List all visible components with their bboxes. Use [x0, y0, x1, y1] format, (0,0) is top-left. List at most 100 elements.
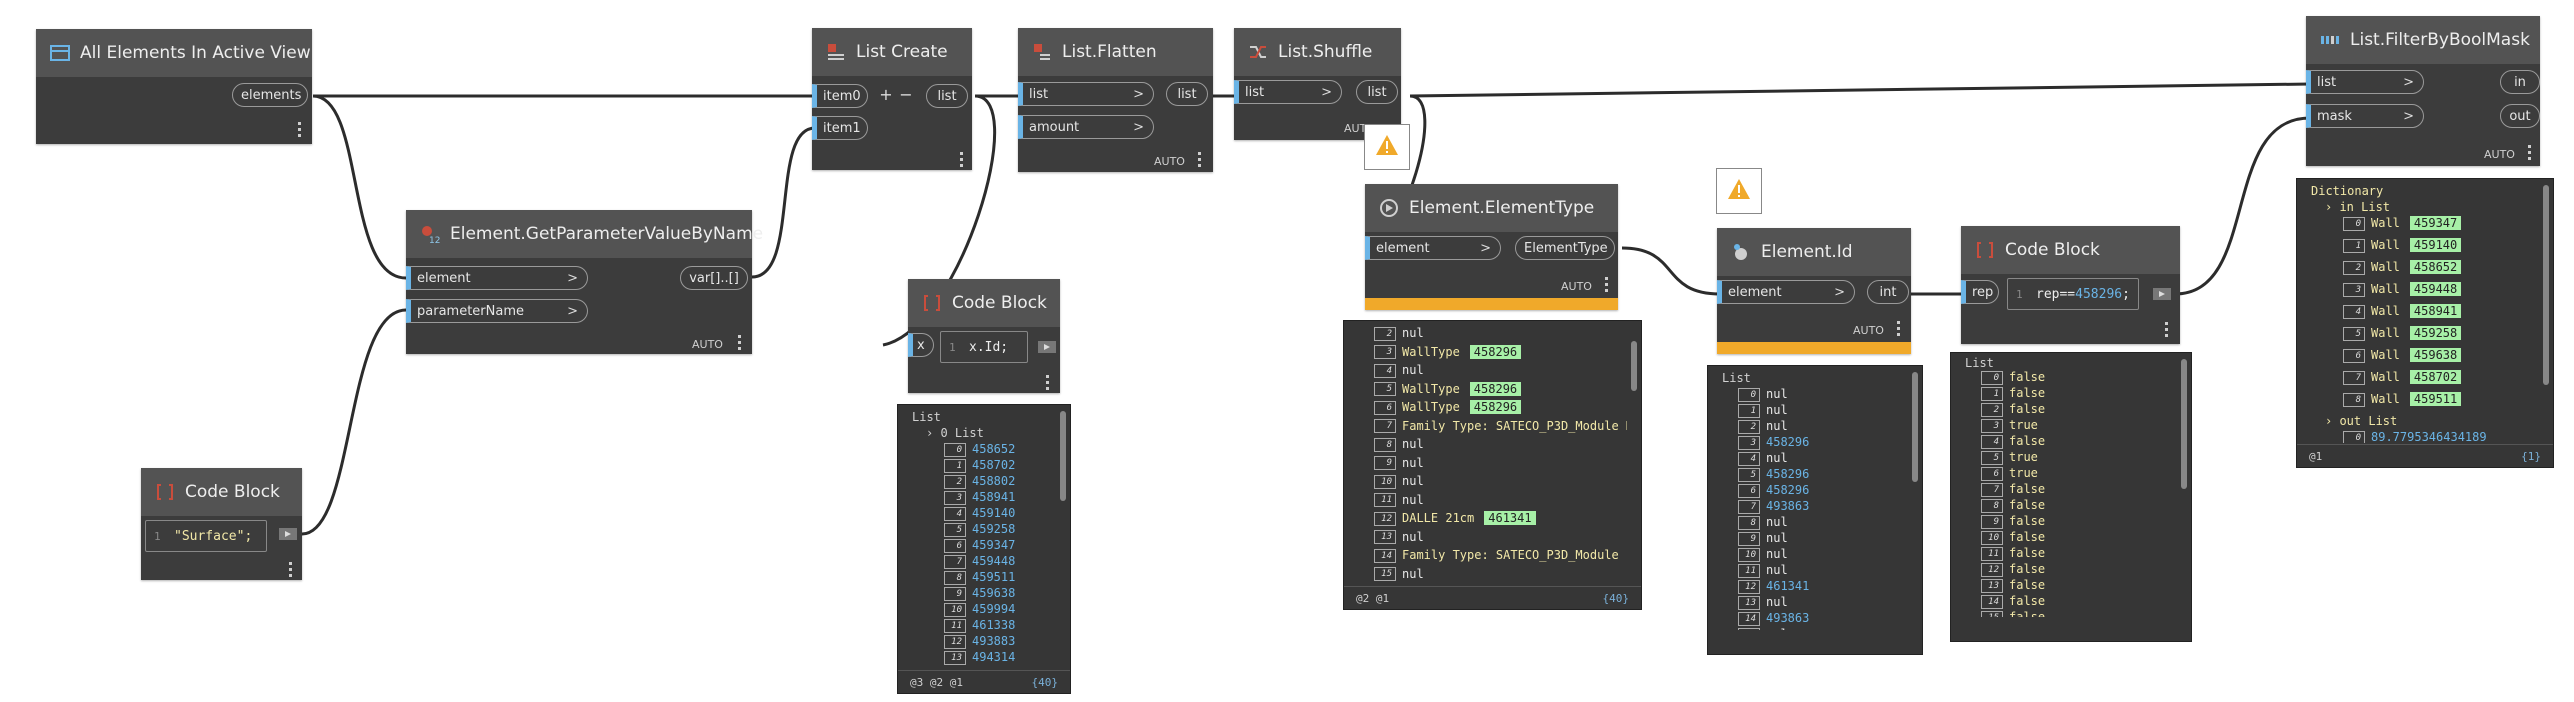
output-port-elements[interactable]: elements: [232, 83, 308, 107]
wire-rep-to-mask[interactable]: [2174, 116, 2311, 296]
node-menu-icon[interactable]: [1605, 277, 1608, 292]
element-type-icon: [1380, 199, 1398, 217]
preview-out-label[interactable]: › out List: [2325, 414, 2398, 428]
input-port-list[interactable]: list>: [2306, 70, 2424, 94]
node-menu-icon[interactable]: [2165, 322, 2168, 337]
input-port-rep[interactable]: rep: [1961, 280, 1999, 304]
preview-footer: @1{1}: [2297, 444, 2553, 467]
node-all-elements-in-active-view[interactable]: All Elements In Active View elements: [36, 29, 312, 144]
item-value: 461341: [1766, 579, 1810, 593]
item-value: 493863: [1766, 611, 1810, 625]
output-port-list[interactable]: list: [926, 84, 968, 108]
node-element-id[interactable]: Element.Id element> int AUTO: [1717, 228, 1911, 354]
input-port-x[interactable]: x: [908, 333, 934, 357]
wire-elementtype-to-id[interactable]: [1621, 246, 1721, 296]
input-port-element[interactable]: element>: [1717, 280, 1855, 304]
input-port-list[interactable]: list>: [1018, 82, 1154, 106]
scrollbar[interactable]: [1631, 341, 1637, 391]
scrollbar[interactable]: [2543, 185, 2549, 385]
element-id-highlight: 458296: [1469, 344, 1522, 359]
lacing-auto-label[interactable]: AUTO: [692, 338, 723, 351]
input-port-item1[interactable]: item1: [812, 116, 868, 140]
add-input-button[interactable]: +: [879, 85, 893, 104]
node-menu-icon[interactable]: [298, 122, 301, 137]
warning-flag[interactable]: [1716, 168, 1762, 214]
remove-input-button[interactable]: −: [899, 85, 913, 104]
output-port-list[interactable]: list: [1356, 80, 1398, 104]
input-port-element[interactable]: element>: [406, 266, 588, 290]
node-list-filter-by-bool-mask[interactable]: List.FilterByBoolMask list> mask> in out…: [2306, 16, 2540, 166]
item-index: 11: [1738, 563, 1760, 578]
node-menu-icon[interactable]: [289, 562, 292, 577]
scrollbar[interactable]: [1060, 411, 1066, 501]
wire-surface-to-parametername[interactable]: [301, 308, 407, 536]
input-port-item0[interactable]: item0: [812, 84, 868, 108]
output-port-var[interactable]: var[]..[]: [680, 266, 748, 290]
lacing-auto-label[interactable]: AUTO: [1154, 155, 1185, 168]
input-port-element[interactable]: element>: [1365, 236, 1501, 260]
input-port-amount[interactable]: amount>: [1018, 115, 1154, 139]
lacing-auto-label[interactable]: AUTO: [1561, 280, 1592, 293]
item-value: nul: [1402, 455, 1424, 470]
wire-getparam-to-item1[interactable]: [751, 126, 816, 279]
preview-sublist-label[interactable]: › 0 List: [926, 426, 984, 440]
node-menu-icon[interactable]: [2528, 145, 2531, 160]
node-menu-icon[interactable]: [1198, 152, 1201, 167]
element-id-highlight: 459638: [2409, 348, 2462, 362]
node-title: All Elements In Active View: [80, 43, 311, 63]
node-menu-icon[interactable]: [1897, 321, 1900, 336]
output-arrow-icon[interactable]: [1038, 341, 1056, 353]
code-editor[interactable]: 1"Surface";: [145, 520, 267, 552]
element-id-highlight: 458296: [1469, 400, 1522, 414]
output-port-int[interactable]: int: [1867, 280, 1909, 304]
lacing-auto-label[interactable]: AUTO: [1853, 324, 1884, 337]
item-index: 4: [1374, 363, 1396, 378]
lacing-auto-label[interactable]: AUTO: [2484, 148, 2515, 161]
output-port-out[interactable]: out: [2500, 104, 2540, 128]
node-code-block-surface[interactable]: Code Block 1"Surface";: [141, 468, 302, 580]
preview-in-label[interactable]: › in List: [2325, 200, 2391, 214]
node-get-parameter-value-by-name[interactable]: 123 Element.GetParameterValueByName elem…: [406, 210, 763, 354]
item-index: 2: [1738, 419, 1760, 434]
node-list-flatten[interactable]: List.Flatten list> amount> list AUTO: [1018, 28, 1213, 172]
output-arrow-icon[interactable]: [2153, 288, 2171, 300]
output-arrow-icon[interactable]: [279, 528, 297, 540]
scrollbar[interactable]: [2181, 359, 2187, 489]
node-element-element-type[interactable]: Element.ElementType element> ElementType…: [1365, 184, 1618, 310]
input-port-parametername[interactable]: parameterName>: [406, 299, 588, 323]
item-index: 6: [1981, 466, 2003, 481]
warning-flag[interactable]: [1364, 124, 1410, 170]
wire-elements-to-getparam[interactable]: [312, 94, 407, 280]
output-port-elementtype[interactable]: ElementType: [1515, 236, 1615, 260]
input-port-mask[interactable]: mask>: [2306, 104, 2424, 128]
node-menu-icon[interactable]: [738, 335, 741, 350]
element-id-highlight: 459347: [2409, 216, 2462, 230]
wire-shuffle-to-filter-list[interactable]: [1409, 82, 2311, 98]
output-port-in[interactable]: in: [2500, 70, 2540, 94]
node-menu-icon[interactable]: [960, 152, 963, 167]
input-port-list[interactable]: list>: [1234, 80, 1342, 104]
port-label: element: [417, 271, 471, 286]
node-list-create[interactable]: List Create item0 item1 + − list: [812, 28, 972, 170]
output-port-list[interactable]: list: [1166, 82, 1208, 106]
node-list-shuffle[interactable]: List.Shuffle list> list AUTO: [1234, 28, 1401, 140]
node-menu-icon[interactable]: [1046, 375, 1049, 390]
scrollbar[interactable]: [1912, 372, 1918, 482]
